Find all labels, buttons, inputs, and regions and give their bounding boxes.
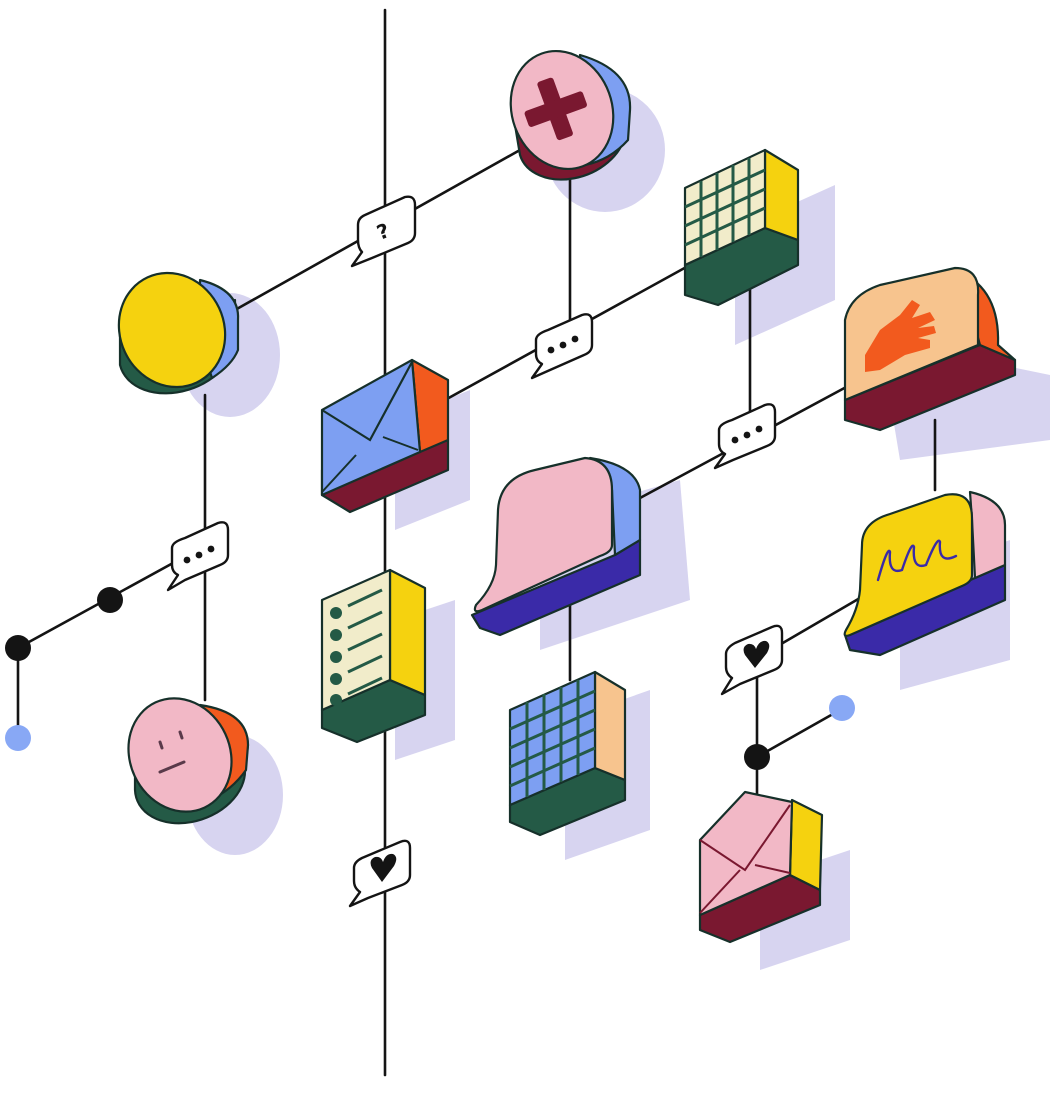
scribble-icon [876, 539, 958, 582]
typing-bubble [530, 313, 594, 380]
grid-calendar-node [683, 148, 800, 307]
open-mail-icon [699, 804, 791, 914]
hand-card-node [843, 266, 1017, 432]
mail-envelope-node [320, 358, 450, 514]
endpoint-dot [829, 695, 855, 721]
question-bubble: ? [350, 195, 417, 268]
blue-grid-node [508, 670, 627, 837]
checklist-node [320, 568, 427, 744]
heart-bubble [348, 839, 412, 908]
scribble-bubble-node [843, 490, 1007, 657]
ellipsis-icon [183, 545, 215, 564]
endpoint-dot [5, 725, 31, 751]
junction-dot [97, 587, 123, 613]
junction-dot [5, 635, 31, 661]
yellow-disc-node [117, 271, 240, 395]
mail-icon [321, 361, 413, 442]
ellipsis-icon [731, 425, 763, 444]
typing-bubble [166, 521, 230, 592]
heart-bubble [720, 624, 784, 696]
typing-bubble [713, 403, 777, 470]
error-disc-node [509, 49, 632, 181]
neutral-face-icon [158, 730, 186, 774]
chat-bubble-node [470, 456, 642, 637]
neutral-face-node [127, 697, 250, 825]
line-to-blue-dot [755, 708, 842, 759]
hand-icon [865, 300, 936, 372]
close-icon [524, 77, 587, 141]
ellipsis-icon [547, 335, 579, 354]
chat-icon [473, 456, 614, 613]
junction-dot [744, 744, 770, 770]
calendar-icon [684, 158, 766, 257]
heart-icon [743, 640, 770, 668]
disc-icon [117, 271, 227, 389]
grid-icon [509, 680, 596, 797]
junction-dots [5, 587, 855, 770]
checklist-icon [330, 588, 383, 706]
heart-icon [370, 853, 397, 882]
open-envelope-node [698, 790, 824, 944]
